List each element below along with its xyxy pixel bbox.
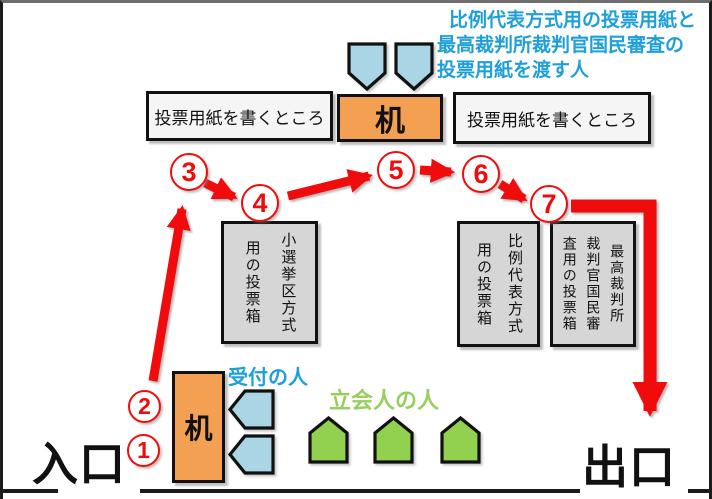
step-6-marker: 6 <box>462 155 500 193</box>
writing-area-left: 投票用紙を書くところ <box>146 91 333 141</box>
bottom-wall-right <box>688 489 709 493</box>
ballot-box-supreme-court-review: 最高裁判所 裁判官国民審 査用の投票箱 <box>550 221 636 347</box>
arrow-2-to-3 <box>148 205 191 382</box>
ballot-staff-person-icon <box>394 42 434 92</box>
witness-person-icon <box>308 416 349 464</box>
ballot-box-single-district: 小選挙区方式 用の投票箱 <box>221 221 318 344</box>
ballot-box-proportional-col1: 比例代表方式 <box>506 233 523 335</box>
entrance-label: 入口 <box>32 438 126 490</box>
arrow-3-to-4 <box>203 177 238 202</box>
reception-desk-label: 机 <box>184 413 213 444</box>
flow-arrows <box>148 158 668 417</box>
arrow-5-to-6 <box>419 158 456 183</box>
reception-staff-person-icon <box>228 389 275 430</box>
step-7-number: 7 <box>541 188 557 219</box>
step-1-marker: 1 <box>127 434 160 467</box>
writing-area-left-label: 投票用紙を書くところ <box>154 108 325 128</box>
exit-label: 出口 <box>582 441 676 493</box>
step-7-marker: 7 <box>530 185 568 223</box>
witness-caption: 立会人の人 <box>329 388 440 413</box>
witness-person-icon <box>440 416 481 464</box>
reception-caption: 受付の人 <box>228 367 308 389</box>
ballot-staff-person-icon <box>347 42 387 92</box>
ballot-handout-caption-line3: 投票用紙を渡す人 <box>437 60 590 81</box>
arrow-6-to-7 <box>497 177 528 203</box>
arrow-4-to-5 <box>286 169 373 201</box>
handout-desk-label: 机 <box>375 105 405 138</box>
witness-person-icon <box>373 416 414 464</box>
step-2-number: 2 <box>138 393 151 419</box>
ballot-box-supreme-court-review-col3: 査用の投票箱 <box>561 236 578 332</box>
reception-desk: 机 <box>172 371 225 483</box>
ballot-box-supreme-court-review-col2: 裁判官国民審 <box>585 236 602 332</box>
ballot-box-proportional: 比例代表方式 用の投票箱 <box>457 221 540 347</box>
arrow-7-to-exit <box>571 199 668 417</box>
step-3-marker: 3 <box>170 153 208 191</box>
step-6-number: 6 <box>473 158 489 189</box>
ballot-box-single-district-col2: 用の投票箱 <box>243 240 261 325</box>
step-3-number: 3 <box>181 156 197 187</box>
ballot-box-proportional-col2: 用の投票箱 <box>475 241 492 327</box>
step-5-number: 5 <box>388 154 404 185</box>
ballot-handout-caption-line2: 最高裁判所裁判官国民審査の <box>437 35 685 56</box>
ballot-box-single-district-col1: 小選挙区方式 <box>279 231 297 334</box>
step-4-number: 4 <box>252 187 268 218</box>
step-4-marker: 4 <box>241 184 279 222</box>
step-2-marker: 2 <box>128 390 161 423</box>
ballot-handout-caption-line1: 比例代表方式用の投票用紙と <box>449 10 697 31</box>
ballot-handout-caption: 比例代表方式用の投票用紙と 最高裁判所裁判官国民審査の 投票用紙を渡す人 <box>437 8 709 83</box>
writing-area-right: 投票用紙を書くところ <box>453 92 651 144</box>
bottom-wall-center <box>140 489 580 493</box>
bottom-wall-left <box>3 489 58 493</box>
writing-area-right-label: 投票用紙を書くところ <box>467 110 637 130</box>
handout-desk: 机 <box>337 94 443 142</box>
reception-staff-person-icon <box>228 434 275 475</box>
ballot-box-supreme-court-review-col1: 最高裁判所 <box>609 244 626 324</box>
step-1-number: 1 <box>137 437 150 463</box>
step-5-marker: 5 <box>377 151 415 189</box>
